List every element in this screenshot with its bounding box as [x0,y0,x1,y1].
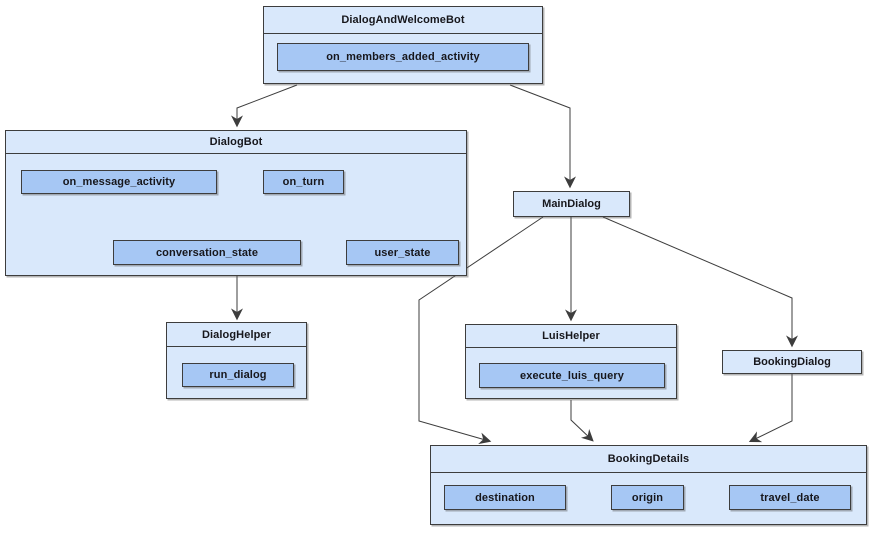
edge-luishelper-to-bookingdetails [570,400,594,442]
node-title-luishelper: LuisHelper [466,325,676,348]
edge-bookingdialog-to-bookingdetails [748,374,793,443]
method-execute-luis-query: execute_luis_query [479,363,665,388]
node-dialoghelper: DialogHelper run_dialog [166,322,307,399]
node-dialogandwelcomebot: DialogAndWelcomeBot on_members_added_act… [263,6,543,84]
method-origin: origin [611,485,684,510]
node-title-dialogandwelcomebot: DialogAndWelcomeBot [264,7,542,34]
node-bookingdialog: BookingDialog [722,350,862,374]
edge-dialogandwelcomebot-to-dialogbot [231,84,298,128]
method-on-turn: on_turn [263,170,344,194]
method-on-message-activity: on_message_activity [21,170,217,194]
node-title-bookingdetails: BookingDetails [431,446,866,473]
method-user-state: user_state [346,240,459,265]
node-luishelper: LuisHelper execute_luis_query [465,324,677,399]
edge-dialogandwelcomebot-to-maindialog [509,84,576,189]
node-maindialog: MainDialog [513,191,630,217]
method-on-members-added-activity: on_members_added_activity [277,43,529,71]
method-destination: destination [444,485,566,510]
method-conversation-state: conversation_state [113,240,301,265]
method-run-dialog: run_dialog [182,363,294,387]
node-bookingdetails: BookingDetails destination origin travel… [430,445,867,525]
node-dialogbot: DialogBot on_message_activity on_turn co… [5,130,467,276]
method-travel-date: travel_date [729,485,851,510]
node-title-dialoghelper: DialogHelper [167,323,306,347]
node-title-dialogbot: DialogBot [6,131,466,154]
